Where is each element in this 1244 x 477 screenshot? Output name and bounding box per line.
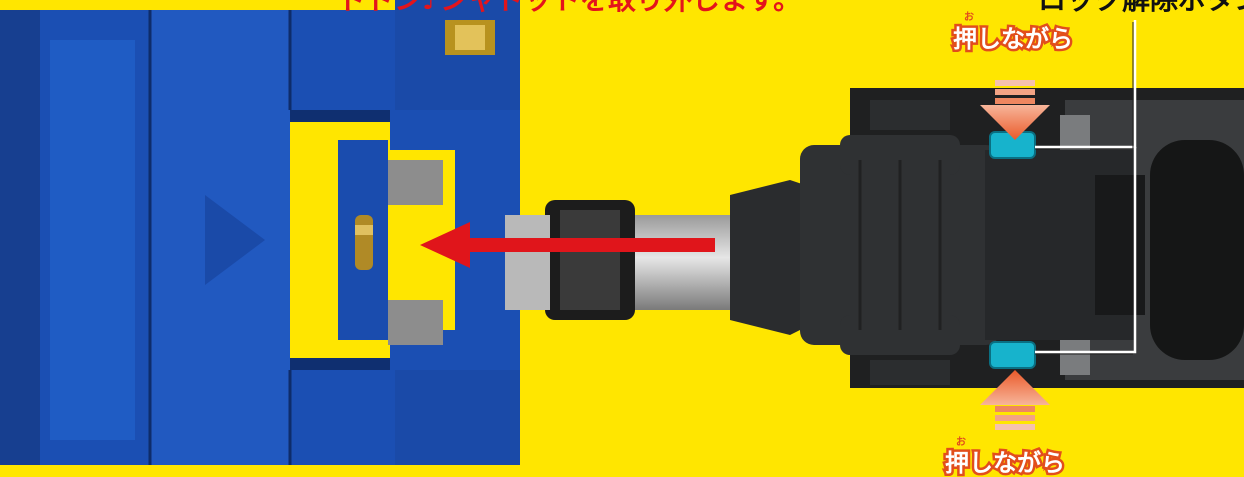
instruction-text: ドドン♪シャドットを取り外します。 (338, 0, 801, 14)
press-label-ruby-bottom: お (956, 438, 966, 448)
press-label-top: 押しながら (953, 27, 1073, 51)
press-label-bottom: 押しながら (945, 451, 1065, 475)
dark-gadget (730, 88, 1244, 388)
press-label-ruby-top: お (964, 13, 974, 23)
shadot-shaft (505, 200, 740, 320)
release-button-bottom (990, 342, 1035, 368)
blue-device (0, 0, 520, 465)
release-button-callout: ロック解除ボタン (1038, 0, 1244, 14)
